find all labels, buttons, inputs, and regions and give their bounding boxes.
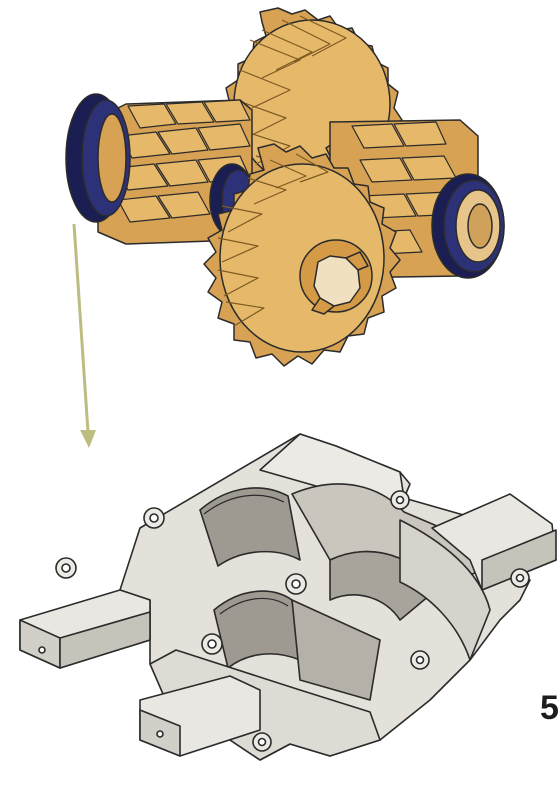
front-gear [203, 143, 401, 367]
housing-front-tab [139, 675, 261, 757]
housing-left-tab [19, 589, 151, 669]
assembly-arrow [72, 223, 96, 448]
gearbox-housing [19, 433, 557, 761]
left-bearing [65, 93, 131, 223]
gear-assembly [65, 7, 505, 367]
right-bearing [431, 173, 505, 279]
bolt-bosses [55, 490, 530, 752]
edge-label: 5 [540, 689, 559, 727]
housing-right-tab [431, 493, 557, 591]
